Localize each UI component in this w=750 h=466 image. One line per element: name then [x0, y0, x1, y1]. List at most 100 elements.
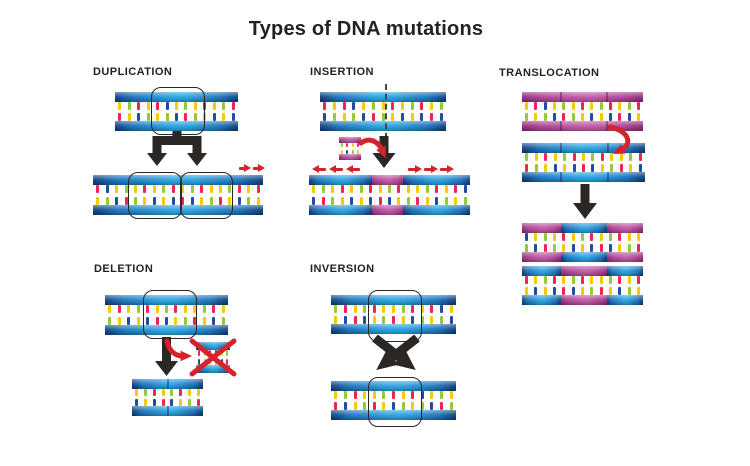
base-pair [543, 276, 547, 295]
base-pair [363, 305, 367, 324]
base-pair [321, 185, 325, 205]
translocation-chromosome-b-top-backbone [522, 143, 645, 153]
base-pair [219, 185, 222, 205]
base-pair [137, 102, 141, 121]
base-pair [118, 102, 122, 121]
base-pair [572, 153, 576, 172]
base-pair [425, 185, 429, 205]
translocation-result-b-top-backbone [560, 266, 607, 276]
base-pair [420, 102, 424, 121]
base-pair [334, 305, 338, 324]
base-pair [562, 276, 566, 295]
translocation-label: TRANSLOCATION [499, 67, 600, 79]
base-pair [334, 391, 338, 410]
base-pair [636, 233, 640, 252]
base-pair [638, 153, 642, 172]
base-pair [449, 391, 453, 410]
base-pair [247, 185, 251, 205]
segment-divider [559, 92, 562, 102]
base-pair [378, 185, 382, 205]
insertion-original-strand-top-backbone [320, 92, 446, 102]
deletion-result-strand-top-backbone [132, 379, 203, 389]
base-pair [392, 305, 395, 324]
base-pair [397, 185, 401, 205]
base-pair [209, 185, 213, 205]
insertion-shift-left-icon [329, 165, 343, 174]
base-pair [534, 102, 538, 121]
base-pair [463, 185, 467, 205]
base-pair [226, 350, 229, 365]
base-pair [193, 102, 197, 121]
base-pair [534, 153, 538, 172]
base-pair [181, 185, 185, 205]
translocation-result-a-bottom-backbone [522, 252, 561, 262]
base-pair [599, 102, 603, 121]
base-pair [359, 185, 363, 205]
base-pair [162, 185, 166, 205]
base-pair [175, 102, 178, 121]
insertion-result-strand-top-backbone [403, 175, 470, 185]
base-pair [231, 102, 235, 121]
insertion-fragment-top-backbone [339, 137, 361, 143]
base-pair [582, 153, 585, 172]
duplication-selected-region [151, 87, 205, 135]
base-pair [429, 102, 433, 121]
base-pair [115, 185, 119, 205]
duplication-branch-arrow [147, 131, 207, 166]
segment-divider [559, 121, 562, 131]
duplication-shift-right-icon [253, 164, 265, 173]
base-pair [439, 102, 443, 121]
duplication-copy-2 [180, 172, 233, 219]
base-pair [571, 276, 575, 295]
base-pair [127, 305, 131, 325]
base-pair [590, 233, 594, 252]
segment-divider [166, 379, 169, 389]
base-pair [627, 276, 631, 295]
segment-divider [166, 406, 169, 416]
base-pair [203, 350, 206, 365]
insertion-shift-right-icon [424, 165, 438, 174]
base-pair [553, 233, 557, 252]
base-pair [190, 185, 194, 205]
duplication-shift-right-icon [239, 164, 251, 173]
base-pair [608, 102, 612, 121]
base-pair [237, 185, 241, 205]
translocation-result-a-top-backbone [560, 223, 607, 233]
base-pair [449, 305, 453, 324]
translocation-down-arrow [573, 184, 597, 219]
base-pair [214, 350, 217, 365]
base-pair [156, 102, 160, 121]
deletion-original-strand-bottom-backbone [105, 325, 228, 335]
base-pair [171, 185, 175, 205]
base-pair [401, 391, 405, 410]
segment-divider [560, 143, 563, 153]
insertion-shift-left-icon [312, 165, 326, 174]
base-pair [117, 305, 121, 325]
base-pair [525, 276, 529, 295]
base-pair [591, 153, 595, 172]
base-pair [372, 391, 376, 410]
base-pair [600, 153, 604, 172]
insertion-original-strand-bottom-backbone [320, 121, 446, 131]
base-pair [440, 305, 444, 324]
base-pair [454, 185, 458, 205]
inversion-result-strand [331, 381, 456, 420]
base-pair [553, 102, 557, 121]
base-pair [134, 389, 138, 406]
base-pair [636, 276, 640, 295]
base-pair [435, 185, 439, 205]
base-pair [212, 102, 216, 121]
base-pair [136, 305, 140, 325]
base-pair [331, 185, 335, 205]
translocation-result-b-bottom-backbone [606, 295, 644, 305]
segment-divider [560, 172, 563, 182]
base-pair [411, 305, 415, 324]
translocation-result-b-top-backbone [522, 266, 561, 276]
duplication-original-strand [115, 92, 238, 131]
base-pair [152, 389, 156, 406]
deletion-result-strand-bottom-backbone [132, 406, 203, 416]
translocation-chromosome-a [522, 92, 643, 131]
deletion-original-strand-top-backbone [105, 295, 228, 305]
base-pair [96, 185, 100, 205]
base-pair [571, 233, 575, 252]
